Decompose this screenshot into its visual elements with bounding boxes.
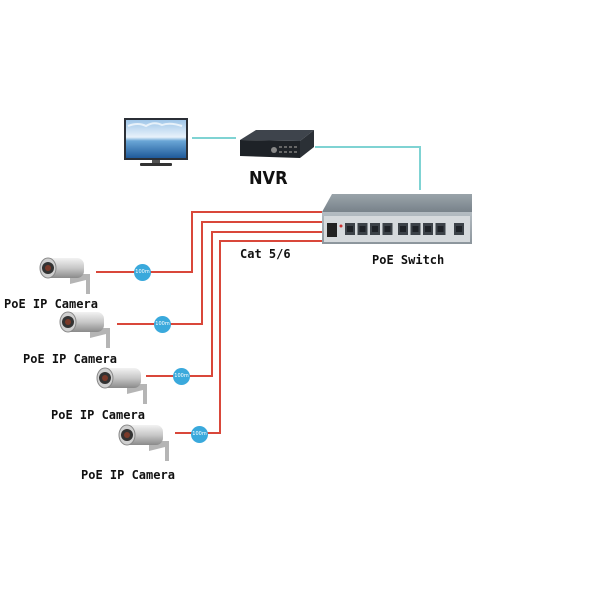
cable-type-label: Cat 5/6 (240, 247, 291, 261)
poe-cable (146, 231, 322, 377)
camera-icon (118, 424, 169, 461)
camera-label: PoE IP Camera (23, 352, 117, 366)
nvr-switch-link (315, 146, 421, 190)
port-jack (384, 226, 391, 232)
port-jack (437, 226, 444, 232)
nvr-label: NVR (249, 168, 288, 189)
port-jack (347, 226, 353, 232)
port-jack (412, 226, 419, 232)
poe-switch-label: PoE Switch (372, 253, 445, 267)
video-links (192, 137, 421, 190)
distance-badge: 100m (191, 426, 208, 443)
cameras (39, 257, 169, 461)
port-jack (425, 226, 431, 232)
camera-label: PoE IP Camera (51, 408, 145, 422)
poe-cables (96, 211, 322, 434)
camera-label: PoE IP Camera (4, 297, 98, 311)
camera-label: PoE IP Camera (81, 468, 175, 482)
poe-cable (175, 240, 322, 434)
distance-badge: 100m (154, 316, 171, 333)
port-jack (400, 226, 406, 232)
port-jack (359, 226, 366, 232)
monitor-icon (124, 118, 188, 166)
poe-switch-icon (322, 194, 472, 244)
camera-icon (96, 367, 147, 404)
camera-icon (39, 257, 90, 294)
distance-badge: 100m (173, 368, 190, 385)
nvr-icon (240, 130, 314, 158)
port-jack (456, 226, 462, 232)
switch-ports (345, 223, 464, 235)
distance-badge: 100m (134, 264, 151, 281)
camera-icon (59, 311, 110, 348)
port-jack (372, 226, 378, 232)
